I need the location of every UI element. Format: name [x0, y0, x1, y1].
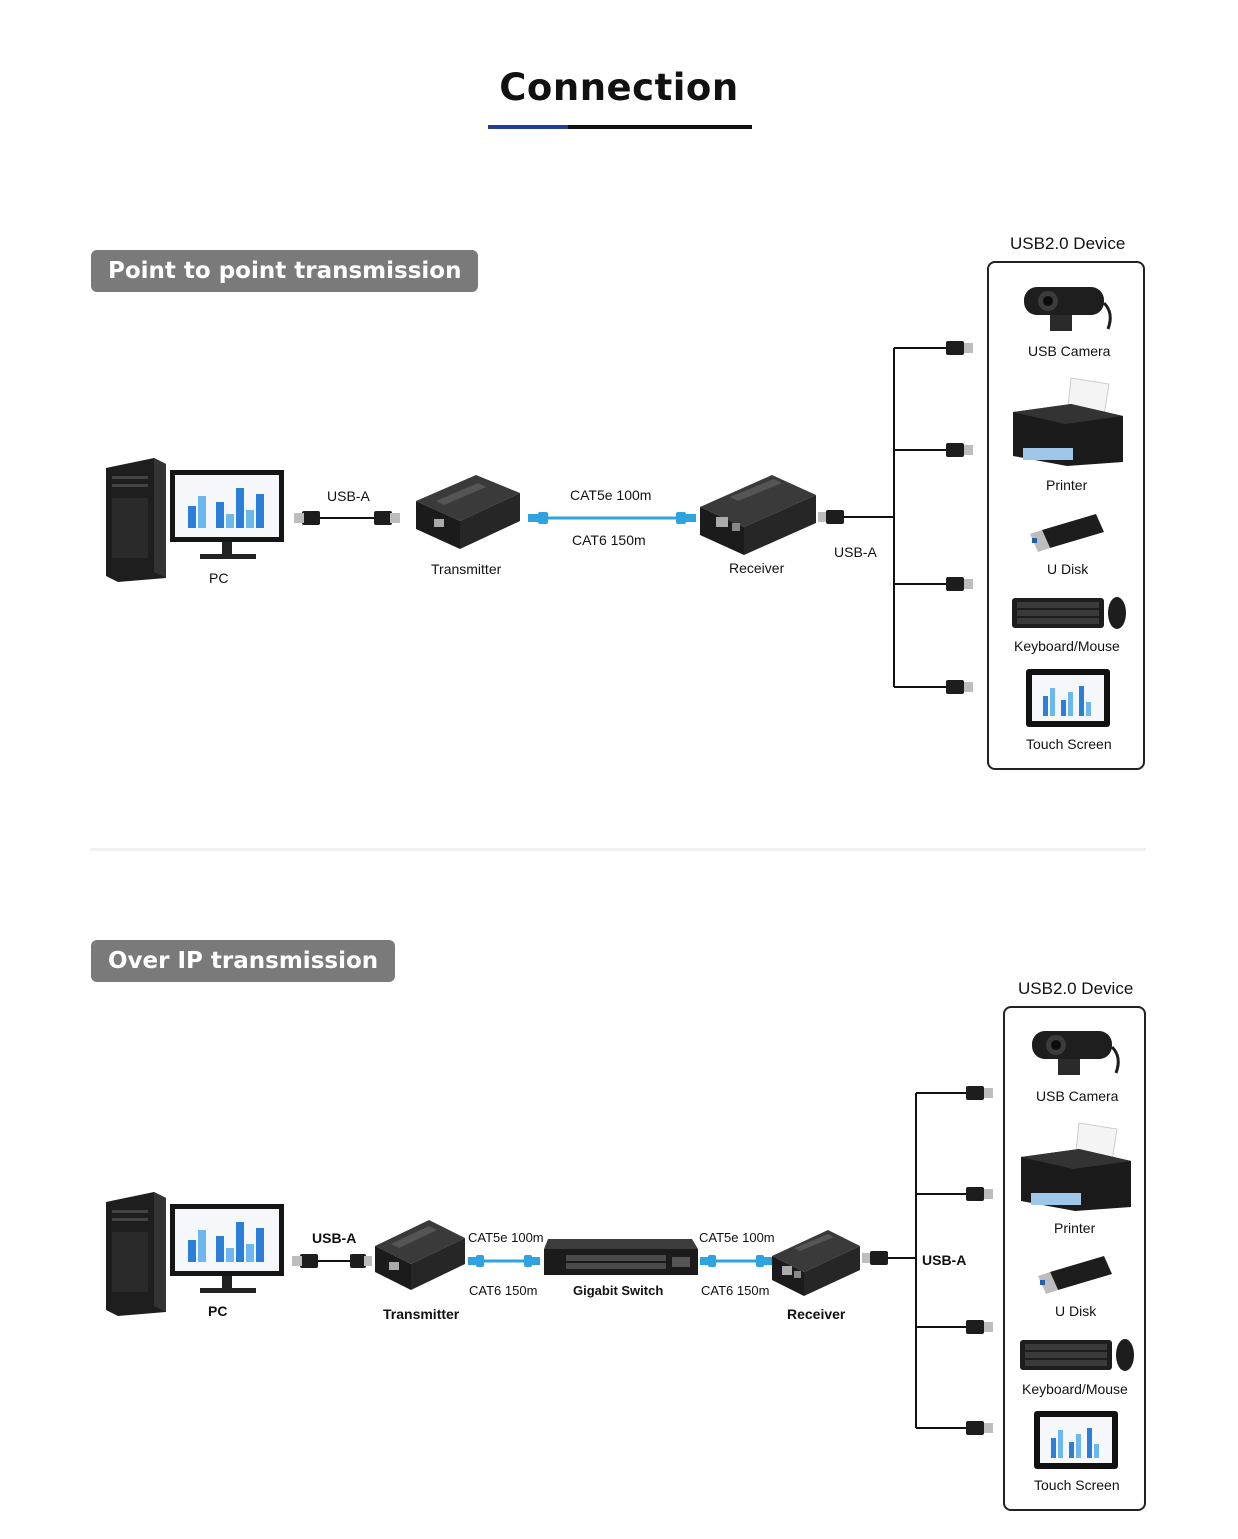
device-label-u-disk: U Disk: [1055, 1303, 1097, 1319]
ethernet-cable: [700, 1255, 772, 1267]
section-badge-point-to-point: Point to point transmission: [91, 250, 479, 292]
device-label-usb-camera: USB Camera: [1036, 1088, 1119, 1104]
cable-length-cat5e: CAT5e 100m: [699, 1230, 775, 1245]
device-panel-title: USB2.0 Device: [1010, 234, 1126, 253]
keyboard-mouse-icon: [1020, 1339, 1134, 1371]
device-label-keyboard-mouse: Keyboard/Mouse: [1022, 1381, 1128, 1397]
cable-length-cat6: CAT6 150m: [572, 532, 646, 548]
touch-screen-icon: [1034, 1411, 1118, 1469]
section-badge-over-ip: Over IP transmission: [91, 940, 396, 982]
pc-label: PC: [209, 570, 229, 586]
transmitter-device-icon: [416, 475, 520, 549]
pc-label: PC: [208, 1303, 228, 1319]
transmitter-label: Transmitter: [383, 1306, 460, 1322]
touch-screen-icon: [1026, 669, 1110, 727]
usb-cable-left: [292, 1254, 372, 1268]
ethernet-cable: [528, 512, 696, 524]
device-label-touch-screen: Touch Screen: [1034, 1477, 1120, 1493]
receiver-label: Receiver: [729, 560, 785, 576]
device-label-printer: Printer: [1054, 1220, 1096, 1236]
section-divider: [90, 848, 1146, 851]
usb-a-label-left: USB-A: [327, 488, 370, 504]
title-underline: [568, 125, 752, 129]
usb-cable-left: [294, 511, 400, 525]
ethernet-cable: [468, 1255, 540, 1267]
u-disk-icon: [1038, 1256, 1112, 1294]
usb-distribution-tree: [818, 341, 973, 694]
usb-a-label-right: USB-A: [834, 544, 877, 560]
device-label-printer: Printer: [1046, 477, 1088, 493]
device-label-touch-screen: Touch Screen: [1026, 736, 1112, 752]
device-label-keyboard-mouse: Keyboard/Mouse: [1014, 638, 1120, 654]
usb-camera-icon: [1032, 1031, 1120, 1075]
transmitter-label: Transmitter: [431, 561, 502, 577]
cable-length-cat5e: CAT5e 100m: [570, 487, 652, 503]
u-disk-icon: [1030, 514, 1104, 552]
transmitter-device-icon: [375, 1220, 465, 1290]
cable-length-cat6: CAT6 150m: [701, 1283, 770, 1298]
usb-camera-icon: [1024, 287, 1112, 331]
printer-icon: [1021, 1122, 1131, 1211]
title-underline-accent: [488, 125, 568, 129]
cable-length-cat6: CAT6 150m: [469, 1283, 538, 1298]
device-panel-title: USB2.0 Device: [1018, 979, 1134, 998]
keyboard-mouse-icon: [1012, 597, 1126, 629]
receiver-label: Receiver: [787, 1306, 846, 1322]
usb-a-label-left: USB-A: [312, 1230, 357, 1246]
pc-icon: [106, 458, 284, 582]
switch-label: Gigabit Switch: [573, 1283, 664, 1298]
gigabit-switch-icon: [544, 1239, 698, 1275]
device-label-usb-camera: USB Camera: [1028, 343, 1111, 359]
receiver-device-icon: [700, 475, 816, 555]
usb-a-label-right: USB-A: [922, 1252, 967, 1268]
printer-icon: [1013, 377, 1123, 466]
device-label-u-disk: U Disk: [1047, 561, 1089, 577]
page-title: Connection: [499, 66, 739, 109]
pc-icon: [106, 1192, 284, 1316]
usb-distribution-tree: [862, 1086, 993, 1435]
cable-length-cat5e: CAT5e 100m: [468, 1230, 544, 1245]
receiver-device-icon: [772, 1230, 860, 1296]
